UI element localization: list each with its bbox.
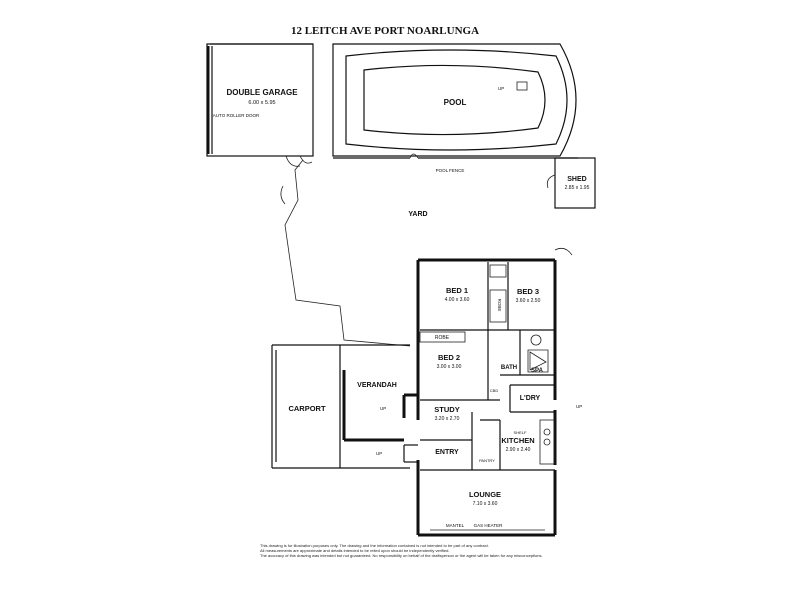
pantry-label: PANTRY bbox=[479, 458, 495, 463]
shed-dims: 2.85 x 1.95 bbox=[565, 185, 590, 191]
mantel-label: MANTEL bbox=[446, 523, 465, 528]
bed2-dims: 3.00 x 3.00 bbox=[437, 364, 462, 370]
bed1-dims: 4.00 x 3.60 bbox=[445, 297, 470, 303]
pool-up-marker: UP bbox=[498, 86, 504, 91]
pool bbox=[332, 43, 578, 159]
gas-heater-label: GAS HEATER bbox=[474, 523, 503, 528]
garage-door-note: AUTO ROLLER DOOR bbox=[213, 113, 260, 118]
entry-up-marker: UP bbox=[376, 451, 382, 456]
disclaimer: This drawing is for illustration purpose… bbox=[260, 543, 590, 558]
bath-label: BATH bbox=[501, 365, 517, 371]
study-dims: 3.20 x 2.70 bbox=[435, 416, 460, 422]
disclaimer-line-2: All measurements are approximate and det… bbox=[260, 548, 450, 553]
garage-dims: 6.00 x 5.95 bbox=[248, 100, 275, 106]
verandah-up-marker: UP bbox=[380, 406, 386, 411]
house-walls bbox=[402, 258, 557, 537]
bed3-dims: 3.60 x 2.50 bbox=[516, 298, 541, 304]
robe-label: ROBE bbox=[435, 335, 450, 341]
lounge-label: LOUNGE bbox=[469, 490, 501, 499]
cbd-label: CBD bbox=[490, 388, 499, 393]
spa-label: SPA bbox=[531, 368, 544, 374]
bed1-label: BED 1 bbox=[446, 286, 468, 295]
kitchen-dims: 2.90 x 2.40 bbox=[506, 447, 531, 453]
kitchen-label: KITCHEN bbox=[501, 436, 534, 445]
lounge-dims: 7.10 x 3.60 bbox=[473, 501, 498, 507]
bed2-label: BED 2 bbox=[438, 353, 460, 362]
study-label: STUDY bbox=[434, 405, 459, 414]
entry-label: ENTRY bbox=[435, 449, 459, 456]
pool-fence-label: POOL FENCE bbox=[436, 168, 465, 173]
robe-vertical-label: ROBE bbox=[497, 299, 502, 312]
shed-label: SHED bbox=[567, 176, 586, 183]
verandah-carport bbox=[271, 344, 410, 469]
verandah-label: VERANDAH bbox=[357, 382, 397, 389]
laundry-up-marker: UP bbox=[576, 404, 582, 409]
carport-label: CARPORT bbox=[288, 404, 326, 413]
shelf-label: SHELF bbox=[514, 430, 527, 435]
disclaimer-line-3: The accuracy of this drawing was intende… bbox=[260, 553, 543, 558]
laundry-label: L'DRY bbox=[520, 395, 541, 402]
garage-label: DOUBLE GARAGE bbox=[226, 88, 298, 97]
shed bbox=[546, 157, 596, 209]
yard-label: YARD bbox=[408, 211, 427, 218]
plan-title: 12 LEITCH AVE PORT NOARLUNGA bbox=[291, 25, 479, 37]
yard-boundary bbox=[280, 159, 573, 347]
pool-label: POOL bbox=[444, 98, 467, 107]
bed3-label: BED 3 bbox=[517, 287, 539, 296]
disclaimer-line-1: This drawing is for illustration purpose… bbox=[260, 543, 489, 548]
